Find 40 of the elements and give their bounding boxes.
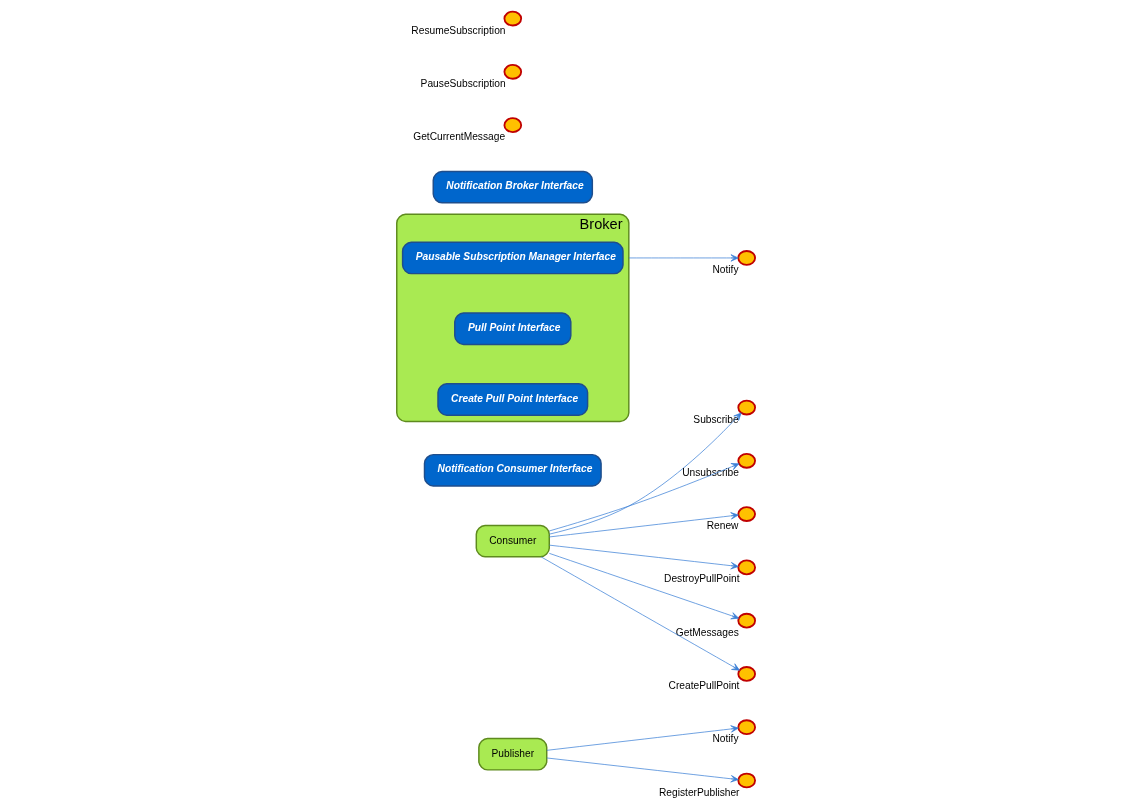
arrow	[548, 412, 742, 535]
node-label: PauseSubscription	[420, 77, 506, 89]
node-box: Pausable Subscription Manager Interface	[401, 241, 624, 275]
node-circle	[503, 64, 522, 80]
node-label: Renew	[706, 520, 738, 532]
node-box: Publisher	[477, 737, 547, 771]
node-circle	[736, 666, 756, 682]
arrow	[548, 553, 739, 620]
node-box: Create Pull Point Interface	[436, 383, 588, 416]
node-box: Notification Consumer Interface	[423, 453, 602, 487]
node-label: Subscribe	[692, 413, 739, 425]
node-label: RegisterPublisher	[658, 786, 740, 798]
node-box: Consumer	[475, 524, 550, 558]
node-label: Notify	[711, 264, 739, 276]
node-label: DestroyPullPoint	[663, 573, 740, 585]
node-circle	[736, 453, 756, 469]
node-circle	[503, 10, 522, 27]
node-circle	[736, 612, 756, 629]
node-label: ResumeSubscription	[410, 24, 505, 36]
node-circle	[503, 117, 522, 133]
arrow	[545, 725, 739, 751]
node-label: Unsubscribe	[681, 466, 739, 478]
node-label: GetMessages	[675, 626, 739, 638]
node-circle	[736, 399, 756, 416]
node-circle	[736, 719, 756, 736]
arrow	[545, 757, 739, 783]
node-circle	[736, 250, 756, 266]
node-label: Notify	[711, 733, 739, 745]
node-circle	[736, 506, 756, 522]
node-label: CreatePullPoint	[668, 680, 739, 692]
arrow	[548, 463, 739, 532]
arrow	[548, 512, 739, 538]
node-box: Notification Broker Interface	[432, 170, 593, 204]
node-label: GetCurrentMessage	[412, 131, 505, 143]
node-circle	[736, 772, 756, 789]
node-circle	[736, 559, 756, 576]
node-box: Pull Point Interface	[453, 312, 572, 346]
arrow	[540, 556, 740, 671]
arrow	[627, 254, 739, 262]
arrow	[548, 544, 739, 570]
